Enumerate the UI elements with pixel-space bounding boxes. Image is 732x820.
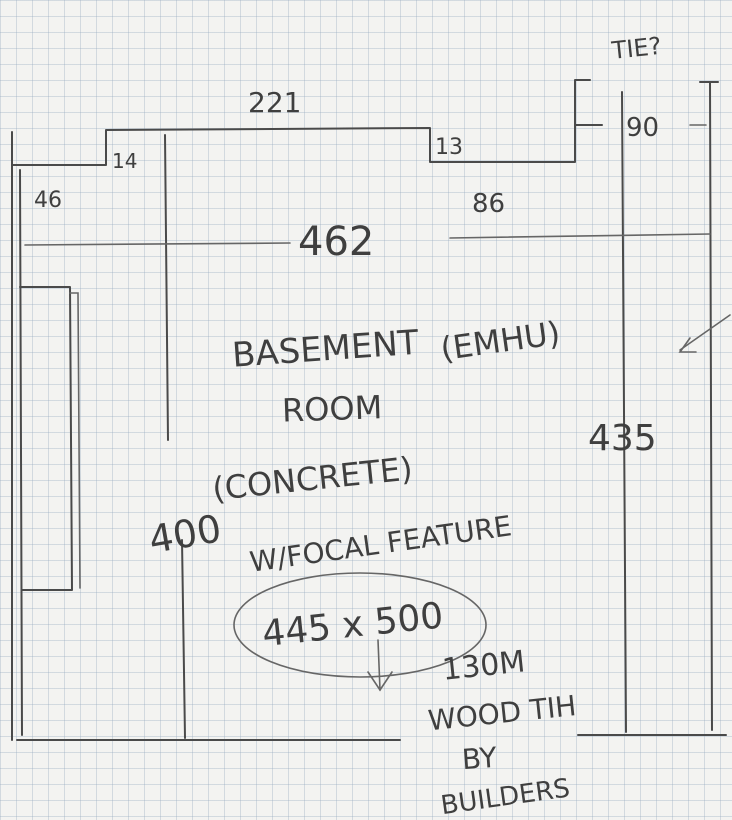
room-label-line1-note: (EMHU) xyxy=(438,314,562,368)
room-label-line1: BASEMENT xyxy=(231,323,420,376)
note-line2: WOOD TIH xyxy=(427,689,578,737)
room-label-line3: (CONCRETE) xyxy=(210,449,414,508)
dim-overall-width: 462 xyxy=(298,219,374,265)
note-line3: BY xyxy=(461,741,499,776)
dim-notch-left: 14 xyxy=(112,149,137,173)
dim-left-wall-top: 46 xyxy=(34,188,62,213)
feature-size: 445 x 500 xyxy=(260,595,445,655)
dim-right-height: 435 xyxy=(588,418,657,459)
dim-top-wall: 221 xyxy=(248,86,301,119)
dim-tie-query: TIE? xyxy=(609,32,662,65)
room-label-line2: ROOM xyxy=(281,388,382,429)
note-line4: BUILDERS xyxy=(439,773,572,820)
feature-outline xyxy=(233,314,731,692)
dim-right-upper: 86 xyxy=(472,189,505,219)
room-walls xyxy=(11,79,727,741)
left-column xyxy=(19,286,81,591)
note-line1: 130M xyxy=(441,644,527,688)
room-label-line4: W/FOCAL FEATURE xyxy=(248,509,514,578)
dim-right-column-top: 90 xyxy=(626,113,659,143)
dim-left-height: 400 xyxy=(146,506,225,562)
dimension-lines xyxy=(24,124,711,246)
dim-notch-right: 13 xyxy=(435,135,463,160)
